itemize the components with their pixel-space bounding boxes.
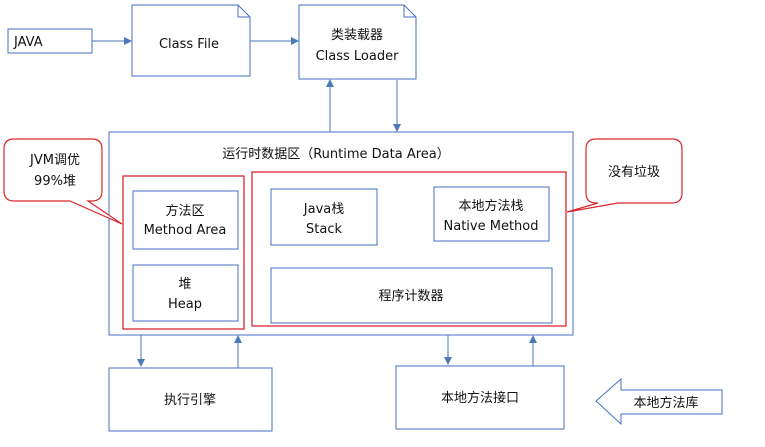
class-loader-cn: 类装载器 bbox=[331, 28, 383, 43]
class-loader-document: 类装载器 Class Loader bbox=[298, 4, 417, 80]
gc-area-highlight bbox=[122, 175, 245, 330]
execution-engine-box: 执行引擎 bbox=[108, 367, 273, 432]
heap-cn: 堆 bbox=[178, 277, 191, 292]
method-area-en: Method Area bbox=[144, 223, 227, 238]
runtime-area-title: 运行时数据区（Runtime Data Area） bbox=[222, 147, 450, 162]
java-source-box: JAVA bbox=[7, 28, 93, 54]
native-library-arrow: 本地方法库 bbox=[595, 377, 723, 426]
callout-jvm-line2: 99%堆 bbox=[34, 174, 76, 189]
native-stack-box: 本地方法栈 Native Method bbox=[433, 186, 550, 242]
no-gc-area-highlight bbox=[251, 171, 567, 327]
execution-engine-label: 执行引擎 bbox=[164, 393, 216, 408]
program-counter-box: 程序计数器 bbox=[270, 267, 553, 324]
program-counter-label: 程序计数器 bbox=[378, 289, 443, 304]
callout-no-garbage: 没有垃圾 bbox=[566, 138, 683, 213]
callout-no-garbage-label: 没有垃圾 bbox=[608, 165, 660, 180]
heap-en: Heap bbox=[168, 297, 202, 312]
method-area-box: 方法区 Method Area bbox=[132, 190, 239, 250]
class-file-document: Class File bbox=[131, 4, 251, 77]
native-stack-cn: 本地方法栈 bbox=[458, 198, 523, 214]
native-library-label: 本地方法库 bbox=[633, 395, 698, 411]
heap-box: 堆 Heap bbox=[132, 264, 239, 322]
native-interface-box: 本地方法接口 bbox=[395, 365, 565, 430]
java-stack-en: Stack bbox=[306, 222, 342, 237]
callout-jvm-tuning: JVM调优 99%堆 bbox=[3, 138, 123, 225]
native-stack-en: Native Method bbox=[444, 219, 539, 234]
native-interface-label: 本地方法接口 bbox=[441, 390, 519, 406]
java-stack-cn: Java栈 bbox=[303, 202, 344, 217]
method-area-cn: 方法区 bbox=[165, 203, 204, 219]
class-file-label: Class File bbox=[159, 37, 219, 52]
callout-jvm-line1: JVM调优 bbox=[29, 153, 80, 168]
java-label: JAVA bbox=[13, 35, 43, 50]
java-stack-box: Java栈 Stack bbox=[270, 188, 378, 246]
class-loader-en: Class Loader bbox=[316, 49, 400, 64]
